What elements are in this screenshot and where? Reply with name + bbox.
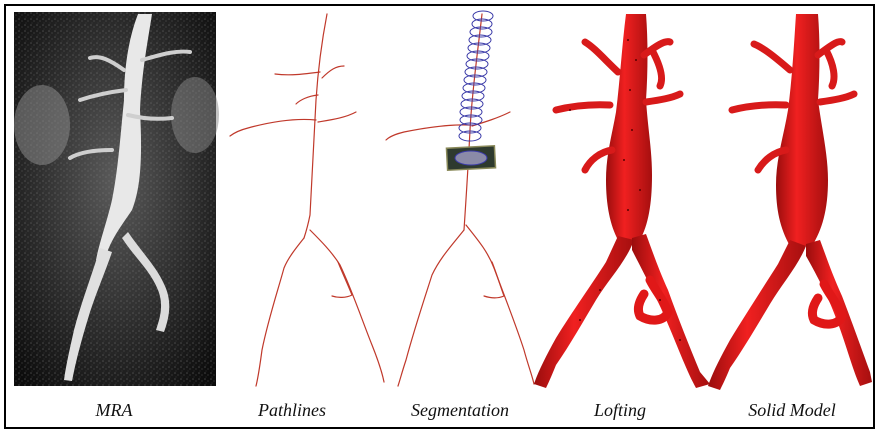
pathline-renal-right: [318, 112, 356, 122]
segmentation-slice-plane: [446, 146, 495, 170]
pathline-right-iliac: [310, 230, 384, 382]
lofting-left-iliac: [534, 236, 634, 388]
caption-pathlines: Pathlines: [232, 398, 352, 422]
seg-pathline-left-iliac: [398, 230, 464, 386]
caption-mra: MRA: [64, 398, 164, 422]
seg-pathline-internal-iliac: [484, 262, 504, 298]
segmentation-rings: [459, 11, 493, 141]
solid-model-panel: [708, 14, 872, 390]
pathline-left-iliac: [256, 238, 304, 386]
solid-left-iliac: [708, 240, 806, 390]
lofting-aorta: [606, 14, 652, 240]
pathline-internal-iliac: [332, 262, 352, 297]
mra-right-kidney: [171, 77, 219, 153]
mra-panel: [14, 12, 219, 386]
caption-lofting: Lofting: [560, 398, 680, 422]
pathline-renal-left: [230, 119, 316, 136]
lofting-panel: [534, 14, 710, 388]
solid-aorta: [776, 14, 828, 246]
segmentation-panel: [386, 11, 534, 386]
caption-segmentation: Segmentation: [390, 398, 530, 422]
seg-pathline-aorta: [464, 14, 482, 230]
pathline-aorta: [304, 14, 327, 238]
pathlines-panel: [230, 14, 384, 386]
seg-pathline-renal-left: [386, 125, 470, 140]
mra-left-kidney: [14, 85, 70, 165]
pathline-upper-branches: [275, 66, 344, 104]
seg-pathline-right-iliac: [466, 225, 534, 384]
caption-solid-model: Solid Model: [722, 398, 862, 422]
